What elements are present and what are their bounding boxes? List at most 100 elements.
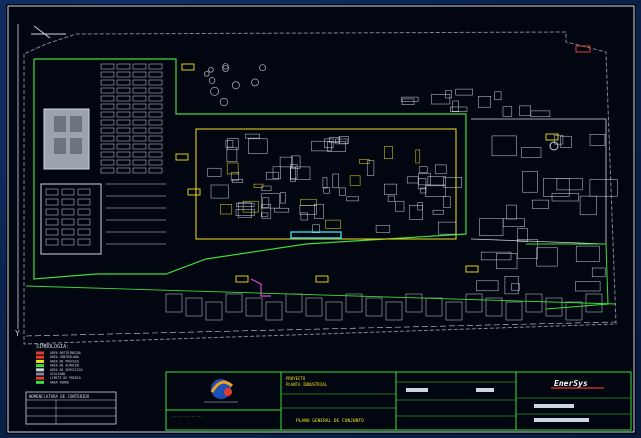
legend-swatch [36,368,44,372]
machine-outline [335,138,348,145]
rack-cell [116,111,131,118]
rack-cell [116,71,131,78]
machine-outline [226,147,238,162]
revision-table-title: NOMENCLATURA DE CONTENIDO [29,394,90,399]
rack-cell [148,159,163,166]
south-bay [525,293,543,313]
marker-box [315,275,329,283]
process-area-outline [195,128,457,240]
rack-cell [148,151,163,158]
machine-outline [260,212,269,217]
south-road-centerline [25,321,617,337]
machine-outline [260,193,280,209]
rack-cell [100,87,115,94]
sheet-info-cell [534,404,574,408]
east-yard-outline [526,243,609,310]
south-bay [365,297,383,317]
south-bay [405,293,423,313]
machine-outline [220,204,233,215]
south-bay [285,293,303,313]
south-bay [345,293,363,313]
sheet-info-cell [534,418,589,422]
equipment-outline [455,88,473,96]
service-building [504,276,519,295]
rack-cell [116,167,131,174]
south-bay [265,301,283,321]
equipment-outline [478,96,491,108]
revision-table: NOMENCLATURA DE CONTENIDO [25,391,117,425]
service-building [502,218,525,227]
tank-outline [204,71,210,77]
machine-outline [415,149,421,164]
rack-cell [132,159,147,166]
service-building [591,267,606,278]
revision-cell [406,388,428,392]
rack-cell [100,135,115,142]
cad-drawing-canvas[interactable]: Y [6,4,636,434]
south-bay [565,301,583,321]
tank-outline [219,97,228,107]
rack-cell [116,95,131,102]
rack-cell [132,103,147,110]
rack-cell [148,111,163,118]
rack-cell [132,119,147,126]
marker-box [181,63,195,71]
site-plan-drawing[interactable]: Y [6,4,636,434]
south-bay [305,297,323,317]
rack-cell [100,79,115,86]
rack-cell [132,63,147,70]
rack-cell [100,143,115,150]
legend-item-label: VIALIDAD [50,372,65,376]
marker-box [545,133,559,141]
service-building [517,228,528,243]
machine-outline [417,178,427,190]
rack-cell [61,228,75,236]
machine-outline [314,203,324,219]
machine-outline [339,187,346,196]
legend-swatch [36,355,44,359]
legend-item-label: AREA VERDE [50,380,69,384]
machine-outline [311,140,332,152]
service-building [491,135,517,157]
machine-outline [291,155,301,169]
machine-outline [322,177,328,189]
water-tank [549,141,559,151]
machine-outline [349,175,361,186]
machine-outline [290,167,296,182]
drawing-title: PLANO GENERAL DE CONJUNTO [296,418,364,424]
machine-outline [325,219,341,229]
machine-outline [427,176,446,186]
rack-cell [148,135,163,142]
machine-outline [231,179,244,183]
rack-cell [77,208,91,216]
machine-outline [418,173,431,186]
y-axis-label: Y [15,329,20,338]
service-building [575,281,601,292]
machine-outline [323,187,330,194]
rack-cell [116,87,131,94]
legend-title: SIMBOLOGIA: [36,344,69,350]
south-bay [185,297,203,317]
rack-cell [61,188,75,196]
rack-cell [116,63,131,70]
rack-cell [100,71,115,78]
warehouse-cell [70,116,82,132]
rack-cell [45,188,59,196]
machine-outline [327,141,346,152]
warehouse-cell [54,116,66,132]
machine-outline [290,166,311,180]
revision-cell [476,388,494,392]
marker-box [175,153,189,161]
machine-outline [409,205,423,220]
marker-box [187,188,201,196]
title-block-field-label: ············· [172,414,203,419]
rack-cell [116,127,131,134]
rack-cell [148,103,163,110]
machine-outline [366,160,375,176]
machine-outline [300,212,309,221]
machine-outline [384,183,398,195]
conveyor-line [290,231,342,239]
machine-outline [248,138,268,154]
rack-cell [148,127,163,134]
